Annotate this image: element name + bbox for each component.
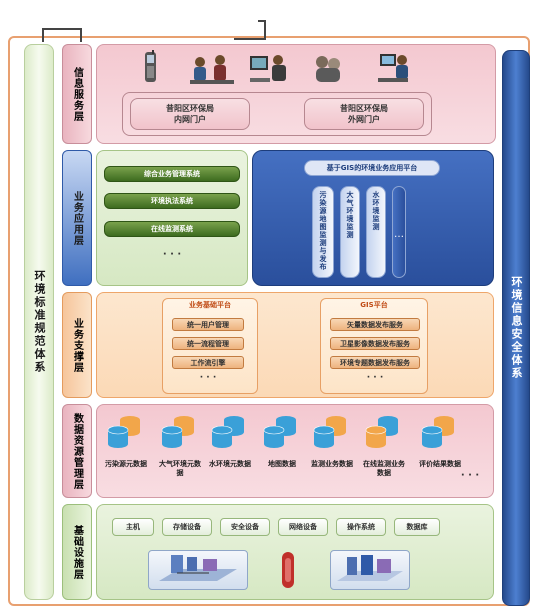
meeting-people-icon [190, 55, 234, 84]
data-management-layer-label: 数据资源管理层 [71, 412, 83, 490]
thematic-data-service[interactable]: 环境专题数据发布服务 [330, 356, 420, 369]
unified-process-management[interactable]: 统一流程管理 [172, 337, 244, 350]
info-service-layer-label: 信息服务层 [71, 66, 83, 122]
gis-app-water-label: 水环境监测 [372, 191, 380, 231]
database-7[interactable]: 评价结果数据 [416, 412, 464, 492]
desktop-user-icon [378, 54, 408, 82]
data-management-layer-label-box: 数据资源管理层 [62, 404, 92, 498]
infrastructure-layer-label: 基础设施层 [71, 524, 83, 580]
standards-system-panel: 环境标准规范体系 [24, 44, 54, 600]
business-base-platform-title: 业务基础平台 [189, 301, 231, 309]
mobile-phone-icon [145, 50, 156, 82]
comprehensive-business-system[interactable]: 综合业务管理系统 [104, 166, 240, 182]
gis-app-air[interactable]: 大气环境监测 [340, 186, 360, 278]
infrastructure-layer-label-box: 基础设施层 [62, 504, 92, 600]
server-network-illustration [148, 550, 248, 590]
database-icon [263, 416, 296, 448]
database-6[interactable]: 在线监测业务数据 [360, 412, 408, 492]
unified-user-management[interactable]: 统一用户管理 [172, 318, 244, 331]
infra-database[interactable]: 数据库 [394, 518, 440, 536]
security-system-label: 环境信息安全体系 [510, 276, 523, 380]
database-icon [313, 416, 346, 448]
database-2[interactable]: 大气环境元数据 [156, 412, 204, 492]
base-platform-dots: · · · [199, 373, 217, 383]
gis-app-water[interactable]: 水环境监测 [366, 186, 386, 278]
gis-app-air-label: 大气环境监测 [346, 191, 354, 239]
more-databases-dots: · · · [460, 470, 480, 481]
vector-data-service[interactable]: 矢量数据发布服务 [330, 318, 420, 331]
database-icon [211, 416, 244, 448]
database-label: 监测业务数据 [311, 460, 353, 468]
database-icon [161, 416, 194, 448]
business-app-layer-label-box: 业务应用层 [62, 150, 92, 286]
connector-line [234, 38, 264, 40]
database-label: 在线监测业务数据 [363, 460, 405, 477]
database-3[interactable]: 水环境元数据 [206, 412, 254, 492]
info-service-layer-label-box: 信息服务层 [62, 44, 92, 144]
portal-group-frame [122, 92, 432, 136]
firewall-icon [282, 552, 294, 588]
workflow-engine[interactable]: 工作流引擎 [172, 356, 244, 369]
computer-users-icon [250, 55, 286, 82]
gis-platform-title-support: GIS平台 [360, 301, 388, 309]
business-support-layer-label: 业务支撑层 [71, 317, 83, 373]
storage-array-icon [337, 555, 403, 581]
database-label: 大气环境元数据 [159, 460, 201, 477]
gis-more-dots: … [394, 228, 404, 240]
infra-security[interactable]: 安全设备 [220, 518, 270, 536]
infra-host[interactable]: 主机 [112, 518, 154, 536]
business-support-layer-label-box: 业务支撑层 [62, 292, 92, 398]
storage-network-illustration [330, 550, 410, 590]
gis-app-pollution[interactable]: 污染源地图监测与发布 [312, 186, 334, 278]
infra-storage[interactable]: 存储设备 [162, 518, 212, 536]
hands-icon [316, 56, 340, 82]
more-items-dots: · · · [162, 249, 182, 260]
gis-platform-dots: · · · [366, 373, 384, 383]
standards-system-label: 环境标准规范体系 [33, 270, 46, 374]
security-system-panel: 环境信息安全体系 [502, 50, 530, 606]
infra-os[interactable]: 操作系统 [336, 518, 386, 536]
gis-platform-title: 基于GIS的环境业务应用平台 [304, 160, 440, 176]
database-4[interactable]: 地图数据 [258, 412, 306, 492]
extranet-portal[interactable]: 昔阳区环保局 外网门户 [304, 98, 424, 130]
server-rack-icon [159, 555, 237, 581]
database-1[interactable]: 污染源元数据 [102, 412, 150, 492]
database-icon [107, 416, 140, 448]
database-label: 评价结果数据 [419, 460, 461, 468]
intranet-portal[interactable]: 昔阳区环保局 内网门户 [130, 98, 250, 130]
gis-app-pollution-label: 污染源地图监测与发布 [319, 191, 327, 271]
database-label: 水环境元数据 [209, 460, 251, 468]
database-label: 污染源元数据 [105, 460, 147, 468]
database-label: 地图数据 [268, 460, 296, 468]
satellite-image-service[interactable]: 卫星影像数据发布服务 [330, 337, 420, 350]
database-icon [421, 416, 454, 448]
database-5[interactable]: 监测业务数据 [308, 412, 356, 492]
connector-line [258, 20, 266, 40]
business-app-layer-label: 业务应用层 [71, 190, 83, 246]
online-monitoring-system[interactable]: 在线监测系统 [104, 221, 240, 237]
gis-app-more: … [392, 186, 406, 278]
infra-network[interactable]: 网络设备 [278, 518, 328, 536]
connector-line [42, 28, 82, 42]
database-icon [365, 416, 398, 448]
enforcement-system[interactable]: 环境执法系统 [104, 193, 240, 209]
business-support-layer-panel [96, 292, 494, 398]
